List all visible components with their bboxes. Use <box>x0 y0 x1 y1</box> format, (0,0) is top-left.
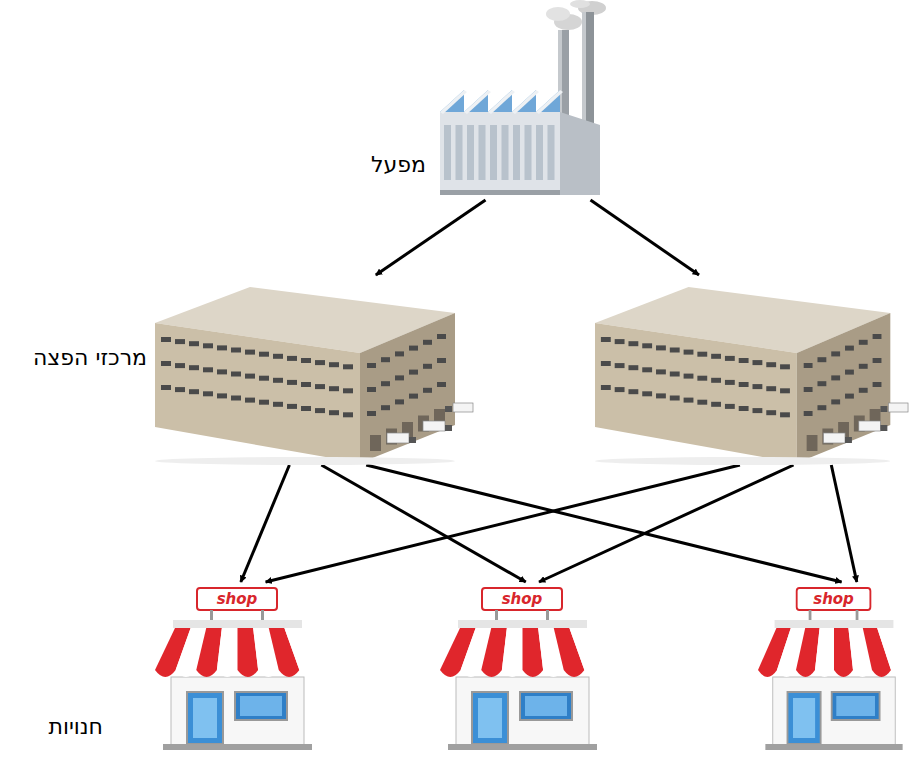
shop-node: shop <box>758 582 910 752</box>
distribution-center-node: מרכזי הפצה <box>155 275 475 465</box>
flow-arrow <box>591 200 700 275</box>
shop-node: חנויותshop <box>155 582 320 752</box>
shop-sign-text: shop <box>502 590 543 608</box>
group-label: חנויות <box>46 714 105 739</box>
shop-node: shop <box>440 582 605 752</box>
flow-arrow <box>539 465 794 582</box>
flow-arrow <box>376 200 486 275</box>
shop-sign-text: shop <box>813 590 854 608</box>
flow-arrow <box>241 465 290 582</box>
flow-arrow <box>366 465 841 582</box>
flow-arrow <box>831 465 857 582</box>
factory-node: מפעל <box>440 0 615 200</box>
flow-arrow <box>321 465 525 582</box>
group-label: מפעל <box>369 152 428 177</box>
group-label: מרכזי הפצה <box>31 345 149 370</box>
shop-sign-text: shop <box>217 590 258 608</box>
warehouse-icon <box>595 275 910 465</box>
warehouse-icon <box>155 275 475 465</box>
factory-icon <box>440 0 615 200</box>
distribution-center-node <box>595 275 910 465</box>
